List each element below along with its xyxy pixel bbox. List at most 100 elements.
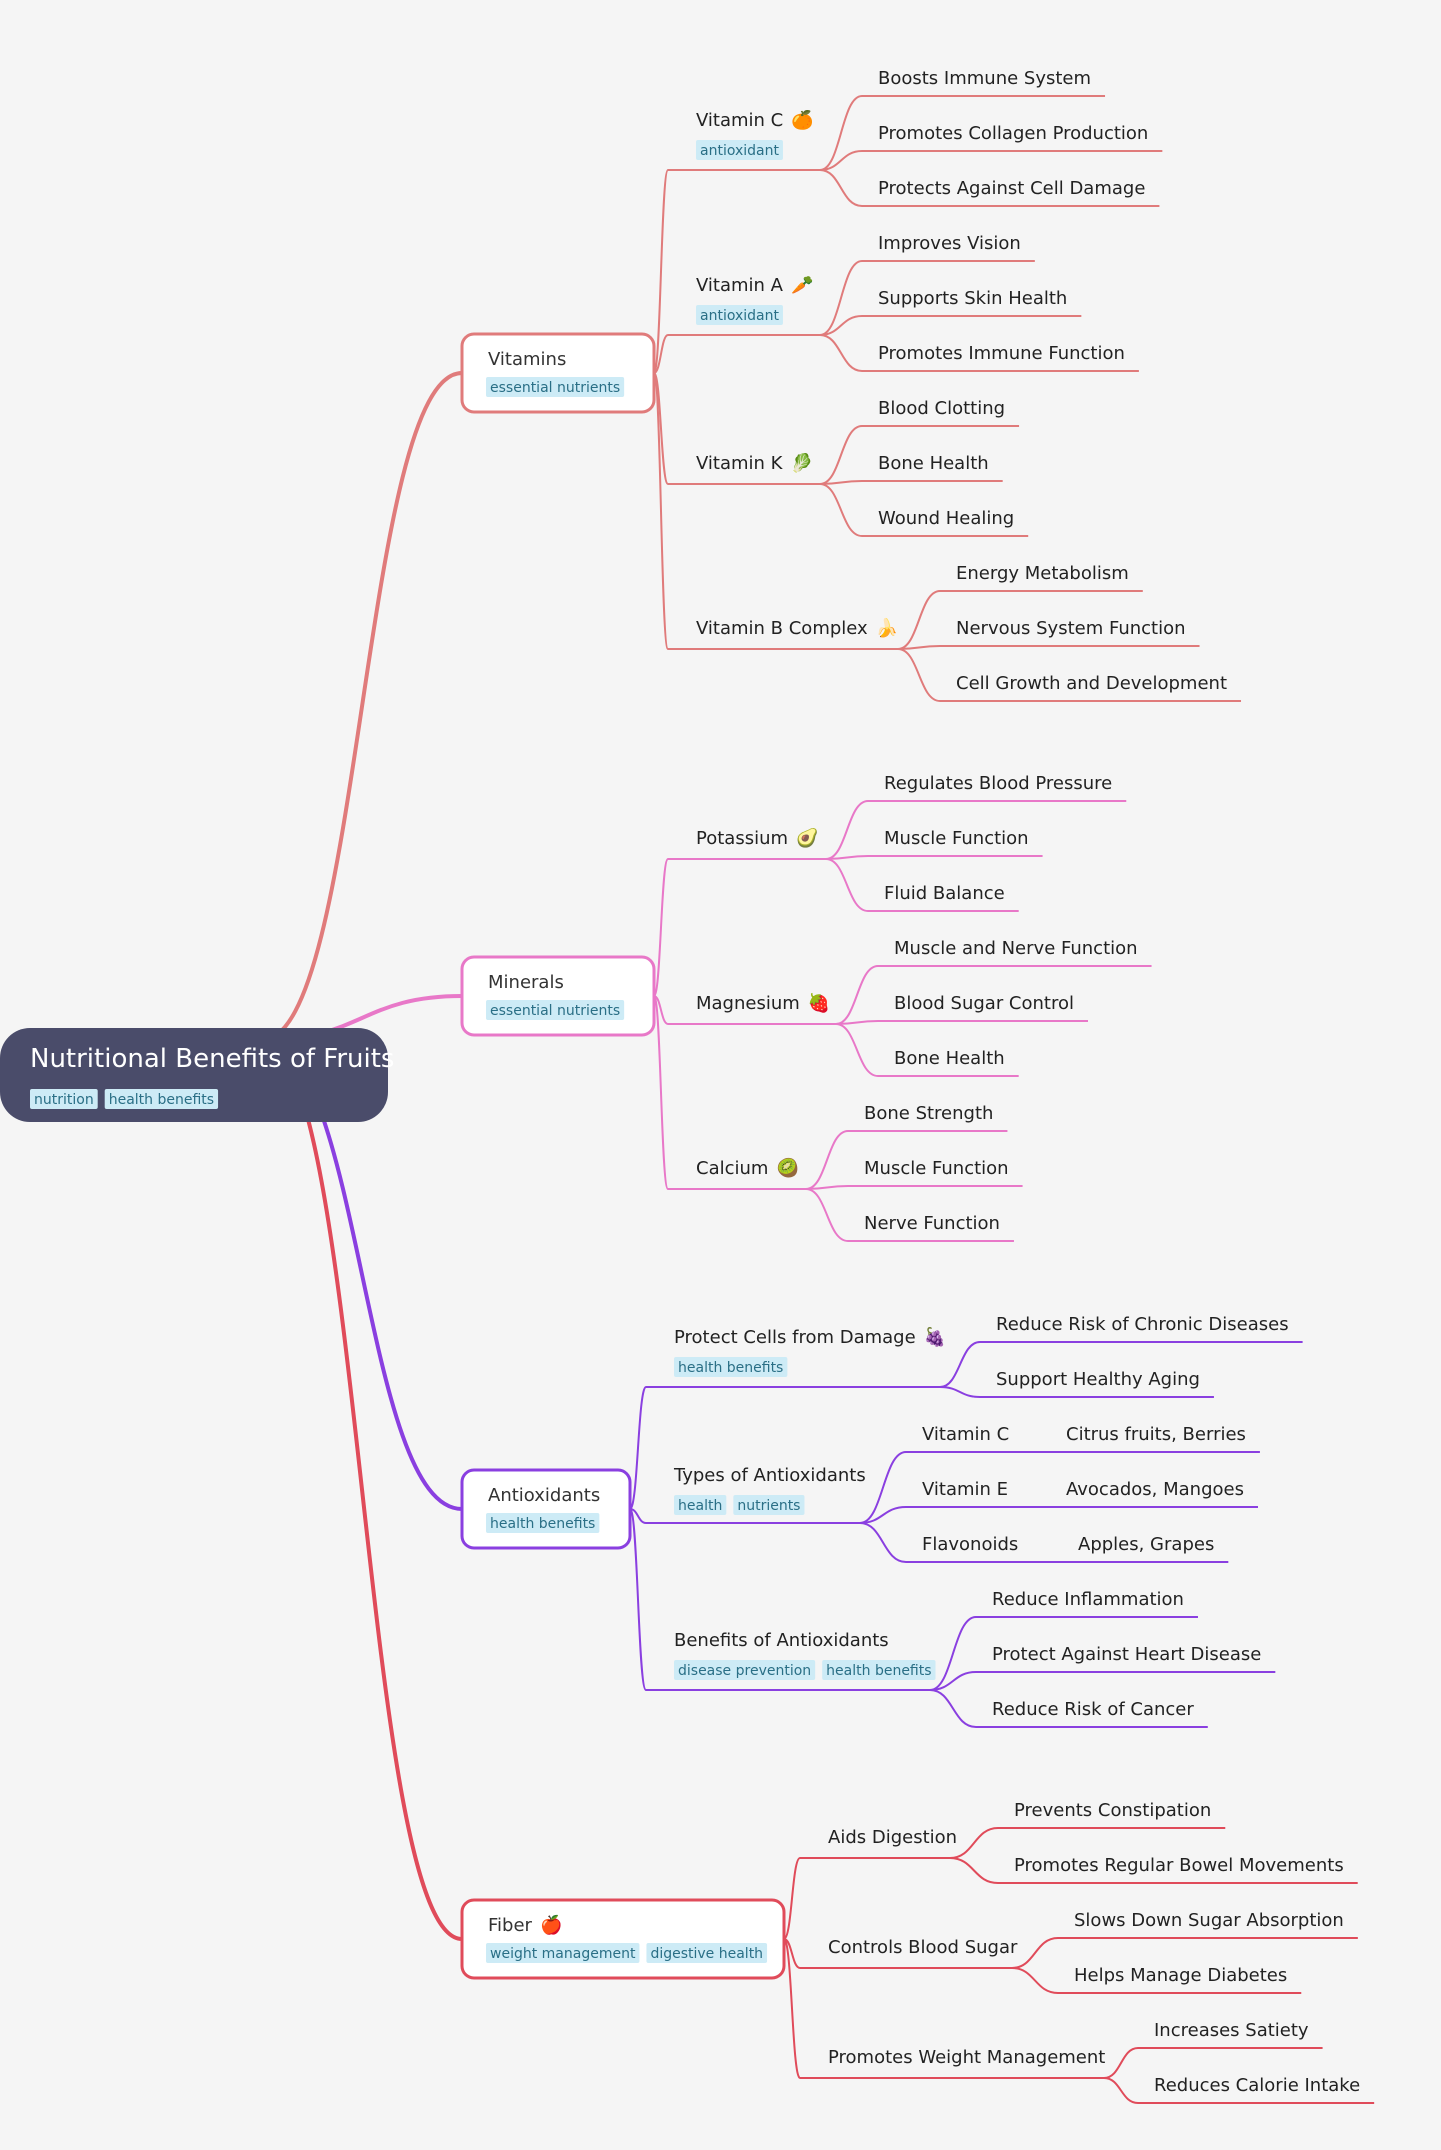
root-to-vitamins-connector (261, 371, 463, 1042)
fiber-promotes-weight-management-connector (783, 1938, 801, 2079)
vitamins-vitamin-a-supports-skin-health-connector (819, 315, 863, 336)
vitamins-vitamin-c-tag-antioxidant: antioxidant (696, 140, 783, 160)
grapes-icon: 🍇 (924, 1326, 946, 1348)
vitamins-vitamin-b-complex-cell-growth-and-development-connector (897, 648, 941, 702)
fiber-promotes-weight-management-reduces-calorie-intake-leaf-label: Reduces Calorie Intake (1154, 2075, 1360, 2096)
fiber-promotes-weight-management-reduces-calorie-intake-connector (1103, 2077, 1139, 2104)
vitamins-vitamin-k-blood-clotting-leaf-label: Blood Clotting (878, 398, 1005, 419)
minerals-calcium-nerve-function-leaf-label: Nerve Function (864, 1213, 1000, 1234)
minerals-potassium-title: Potassium (696, 828, 788, 849)
fiber-aids-digestion-prevents-constipation-leaf-label: Prevents Constipation (1014, 1800, 1211, 1821)
root-title: Nutritional Benefits of Fruits (30, 1044, 394, 1074)
antioxidants-protect-cells-from-damage-support-healthy-aging-connector (939, 1386, 981, 1398)
antioxidants-benefits-of-antioxidants-tag-label: disease prevention (678, 1663, 811, 1679)
minerals-magnesium-muscle-and-nerve-function-leaf-label: Muscle and Nerve Function (894, 938, 1138, 959)
orange-icon: 🍊 (791, 109, 815, 131)
antioxidants-protect-cells-from-damage-reduce-risk-of-chronic-diseases-connector (939, 1341, 981, 1388)
strawberry-icon: 🍓 (808, 992, 830, 1014)
fiber-controls-blood-sugar-title: Controls Blood Sugar (828, 1937, 1018, 1958)
fiber-aids-digestion-promotes-regular-bowel-movements-leaf-label: Promotes Regular Bowel Movements (1014, 1855, 1344, 1876)
vitamins-vitamin-a-promotes-immune-function-leaf-label: Promotes Immune Function (878, 343, 1125, 364)
minerals-magnesium-muscle-and-nerve-function-connector (835, 965, 879, 1025)
antioxidants-types-of-antioxidants-vitamin-e-label: Vitamin E (922, 1479, 1008, 1500)
banana-icon: 🍌 (876, 617, 898, 639)
avocado-icon: 🥑 (796, 826, 818, 849)
vitamins-vitamin-c-protects-against-cell-damage-leaf-label: Protects Against Cell Damage (878, 178, 1145, 199)
antioxidants-benefits-of-antioxidants-protect-against-heart-disease-leaf-label: Protect Against Heart Disease (992, 1644, 1261, 1665)
root-tag-health-benefits: health benefits (104, 1089, 219, 1109)
branch-minerals-tag-label: essential nutrients (490, 1003, 620, 1019)
branch-minerals-tag-essential-nutrients: essential nutrients (486, 1000, 625, 1020)
antioxidants-benefits-of-antioxidants-reduce-risk-of-cancer-leaf-label: Reduce Risk of Cancer (992, 1699, 1194, 1720)
vitamins-vitamin-b-complex-nervous-system-function-leaf-label: Nervous System Function (956, 618, 1186, 639)
antioxidants-types-of-antioxidants-vitamin-e-connector (859, 1506, 907, 1524)
antioxidants-protect-cells-from-damage-tag-health-benefits: health benefits (674, 1357, 788, 1377)
vitamins-vitamin-k-bone-health-leaf-label: Bone Health (878, 453, 989, 474)
antioxidants-types-of-antioxidants-title: Types of Antioxidants (673, 1465, 866, 1486)
branch-vitamins-tag-label: essential nutrients (490, 380, 620, 396)
branch-node-minerals[interactable] (460, 955, 656, 1037)
antioxidants-benefits-of-antioxidants-reduce-inflammation-leaf-label: Reduce Inflammation (992, 1589, 1184, 1610)
antioxidants-types-of-antioxidants-vitamin-c-citrus-fruits-berries-leaf-label: Citrus fruits, Berries (1066, 1424, 1246, 1445)
antioxidants-types-of-antioxidants-tag-label: nutrients (737, 1498, 800, 1514)
branch-node-fiber[interactable] (460, 1898, 786, 1980)
branch-fiber-tag-weight-management: weight management (486, 1943, 640, 1963)
vitamins-vitamin-k-blood-clotting-connector (819, 425, 863, 485)
branch-fiber-tag-digestive-health: digestive health (646, 1943, 768, 1963)
fiber-aids-digestion-prevents-constipation-connector (949, 1827, 999, 1859)
minerals-calcium-title: Calcium (696, 1158, 768, 1179)
branch-fiber-tag-label: weight management (490, 1946, 636, 1962)
fiber-aids-digestion-connector (783, 1857, 801, 1940)
antioxidants-types-of-antioxidants-vitamin-c-connector (859, 1451, 907, 1524)
minerals-calcium-nerve-function-connector (805, 1188, 849, 1242)
node-layer: Nutritional Benefits of Fruits nutrition h… (0, 68, 1360, 2096)
antioxidants-benefits-of-antioxidants-reduce-inflammation-connector (929, 1616, 977, 1691)
vitamins-vitamin-b-complex-title: Vitamin B Complex (696, 618, 868, 639)
vitamins-vitamin-a-improves-vision-connector (819, 260, 863, 336)
vitamins-vitamin-b-complex-energy-metabolism-connector (897, 590, 941, 650)
fiber-promotes-weight-management-title: Promotes Weight Management (828, 2047, 1105, 2068)
antioxidants-types-of-antioxidants-flavonoids-connector (859, 1522, 907, 1563)
branch-node-antioxidants[interactable] (460, 1468, 632, 1550)
minerals-magnesium-title: Magnesium (696, 993, 800, 1014)
kiwi-icon: 🥝 (776, 1156, 798, 1179)
antioxidants-types-of-antioxidants-flavonoids-apples-grapes-leaf-label: Apples, Grapes (1078, 1534, 1214, 1555)
branch-fiber-title: Fiber (488, 1915, 533, 1936)
antioxidants-types-of-antioxidants-tag-nutrients: nutrients (733, 1495, 805, 1515)
vitamins-vitamin-k-wound-healing-connector (819, 483, 863, 537)
antioxidants-protect-cells-from-damage-tag-label: health benefits (678, 1360, 783, 1376)
fiber-aids-digestion-title: Aids Digestion (828, 1827, 957, 1848)
antioxidants-types-of-antioxidants-vitamin-e-avocados-mangoes-leaf-label: Avocados, Mangoes (1066, 1479, 1244, 1500)
minerals-magnesium-bone-health-connector (835, 1023, 879, 1077)
vitamins-vitamin-a-improves-vision-leaf-label: Improves Vision (878, 233, 1021, 254)
root-tag-nutrition: nutrition (30, 1089, 98, 1109)
antioxidants-protect-cells-from-damage-connector (629, 1386, 647, 1510)
vitamins-vitamin-c-boosts-immune-system-connector (819, 95, 863, 171)
minerals-magnesium-connector (653, 995, 669, 1025)
minerals-calcium-muscle-function-leaf-label: Muscle Function (864, 1158, 1009, 1179)
branch-antioxidants-tag-label: health benefits (490, 1516, 595, 1532)
leafy-greens-icon: 🥬 (790, 452, 812, 474)
root-tag-label: nutrition (34, 1092, 94, 1108)
branch-minerals-title: Minerals (488, 972, 564, 993)
vitamins-vitamin-c-boosts-immune-system-leaf-label: Boosts Immune System (878, 68, 1091, 89)
branch-node-vitamins[interactable] (460, 332, 656, 414)
vitamins-vitamin-c-connector (653, 169, 669, 374)
antioxidants-benefits-of-antioxidants-reduce-risk-of-cancer-connector (929, 1689, 977, 1728)
minerals-potassium-fluid-balance-connector (825, 858, 869, 912)
antioxidants-types-of-antioxidants-connector (629, 1508, 647, 1524)
branch-fiber-tag-label: digestive health (650, 1946, 763, 1962)
antioxidants-types-of-antioxidants-flavonoids-label: Flavonoids (922, 1534, 1018, 1555)
minerals-calcium-connector (653, 995, 669, 1190)
minerals-magnesium-bone-health-leaf-label: Bone Health (894, 1048, 1005, 1069)
minerals-calcium-bone-strength-leaf-label: Bone Strength (864, 1103, 993, 1124)
vitamins-vitamin-k-title: Vitamin K (696, 453, 784, 474)
antioxidants-benefits-of-antioxidants-tag-label: health benefits (826, 1663, 931, 1679)
vitamins-vitamin-c-promotes-collagen-production-connector (819, 150, 863, 171)
root-tag-label: health benefits (109, 1092, 214, 1108)
fiber-aids-digestion-promotes-regular-bowel-movements-connector (949, 1857, 999, 1884)
connector-layer (261, 95, 1375, 2104)
fiber-controls-blood-sugar-helps-manage-diabetes-leaf-label: Helps Manage Diabetes (1074, 1965, 1287, 1986)
vitamins-vitamin-c-promotes-collagen-production-leaf-label: Promotes Collagen Production (878, 123, 1148, 144)
vitamins-vitamin-a-supports-skin-health-leaf-label: Supports Skin Health (878, 288, 1067, 309)
